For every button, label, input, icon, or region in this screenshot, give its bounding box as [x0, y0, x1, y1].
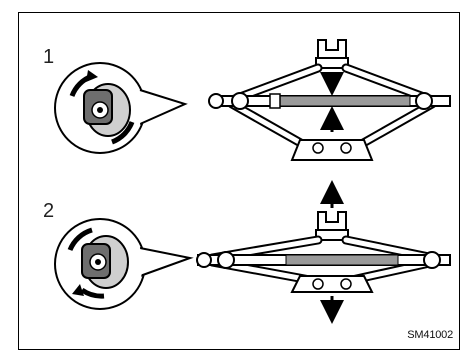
step-1-scissor-jack: [208, 39, 451, 161]
rotate-arrow-icon: [72, 284, 84, 296]
step-2-scissor-jack: [196, 180, 451, 324]
step-2-crank-detail: [54, 218, 194, 310]
step-2-number: 2: [43, 200, 55, 222]
step-1-number: 1: [43, 46, 55, 68]
step-1-crank-detail: [54, 62, 188, 154]
rotate-arrow-icon: [86, 70, 98, 82]
figure-code: SM41002: [407, 329, 453, 341]
